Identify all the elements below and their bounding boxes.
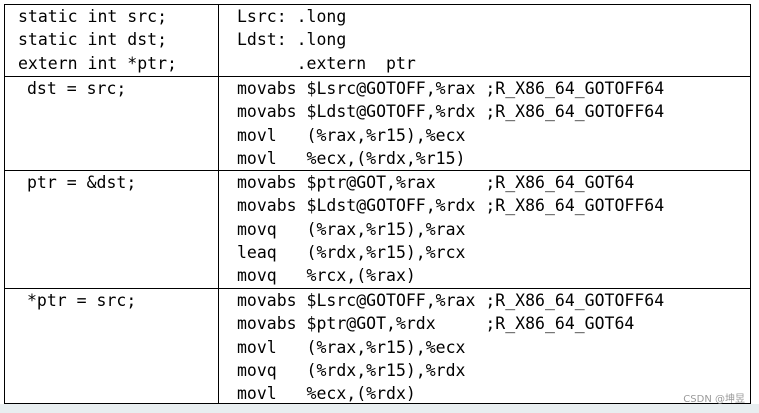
assembly-line: Lsrc: .long bbox=[237, 7, 347, 26]
watermark: CSDN @坤昱 bbox=[683, 394, 745, 405]
assembly-line: movabs $Lsrc@GOTOFF,%rax ;R_X86_64_GOTOF… bbox=[237, 79, 665, 98]
c-source-cell: dst = src; bbox=[27, 77, 126, 100]
code-table: static int src; static int dst; extern i… bbox=[4, 4, 751, 404]
assembly-line: movq %rcx,(%rax) bbox=[237, 266, 416, 286]
assembly-line: Ldst: .long bbox=[237, 30, 347, 50]
c-source-cell: *ptr = src; bbox=[27, 289, 136, 312]
assembly-line: movl (%rax,%r15),%ecx bbox=[237, 125, 466, 145]
c-source-cell: ptr = &dst; bbox=[27, 171, 136, 194]
c-source-line: dst = src; bbox=[27, 79, 127, 98]
assembly-cell: movabs $Lsrc@GOTOFF,%rax ;R_X86_64_GOTOF… bbox=[237, 77, 664, 170]
assembly-line: movq (%rdx,%r15),%rdx bbox=[237, 360, 466, 380]
assembly-line: movabs $Ldst@GOTOFF,%rdx ;R_X86_64_GOTOF… bbox=[237, 102, 665, 122]
c-source-line: extern int *ptr; bbox=[18, 53, 177, 73]
assembly-line: movq (%rax,%r15),%rax bbox=[237, 219, 466, 239]
assembly-line: movabs $ptr@GOT,%rax ;R_X86_64_GOT64 bbox=[237, 173, 635, 192]
assembly-line: movl %ecx,(%rdx) bbox=[237, 384, 416, 404]
assembly-line: movabs $Ldst@GOTOFF,%rdx ;R_X86_64_GOTOF… bbox=[237, 196, 665, 216]
bottom-band bbox=[0, 404, 759, 413]
row-divider bbox=[5, 288, 750, 289]
assembly-line: .extern ptr bbox=[237, 53, 416, 73]
row-divider bbox=[5, 170, 750, 171]
assembly-cell: Lsrc: .long Ldst: .long .extern ptr bbox=[237, 5, 416, 75]
assembly-line: movl %ecx,(%rdx,%r15) bbox=[237, 148, 466, 168]
c-source-line: *ptr = src; bbox=[27, 291, 137, 310]
assembly-cell: movabs $Lsrc@GOTOFF,%rax ;R_X86_64_GOTOF… bbox=[237, 289, 664, 405]
assembly-line: movl (%rax,%r15),%ecx bbox=[237, 337, 466, 357]
assembly-line: leaq (%rdx,%r15),%rcx bbox=[237, 242, 466, 262]
row-divider bbox=[5, 76, 750, 77]
column-divider bbox=[218, 5, 219, 403]
c-source-line: static int dst; bbox=[18, 30, 168, 50]
assembly-line: movabs $ptr@GOT,%rdx ;R_X86_64_GOT64 bbox=[237, 314, 635, 334]
c-source-line: static int src; bbox=[18, 7, 168, 26]
c-source-cell: static int src; static int dst; extern i… bbox=[18, 5, 177, 75]
c-source-line: ptr = &dst; bbox=[27, 173, 137, 192]
assembly-line: movabs $Lsrc@GOTOFF,%rax ;R_X86_64_GOTOF… bbox=[237, 291, 665, 310]
assembly-cell: movabs $ptr@GOT,%rax ;R_X86_64_GOT64 mov… bbox=[237, 171, 664, 287]
